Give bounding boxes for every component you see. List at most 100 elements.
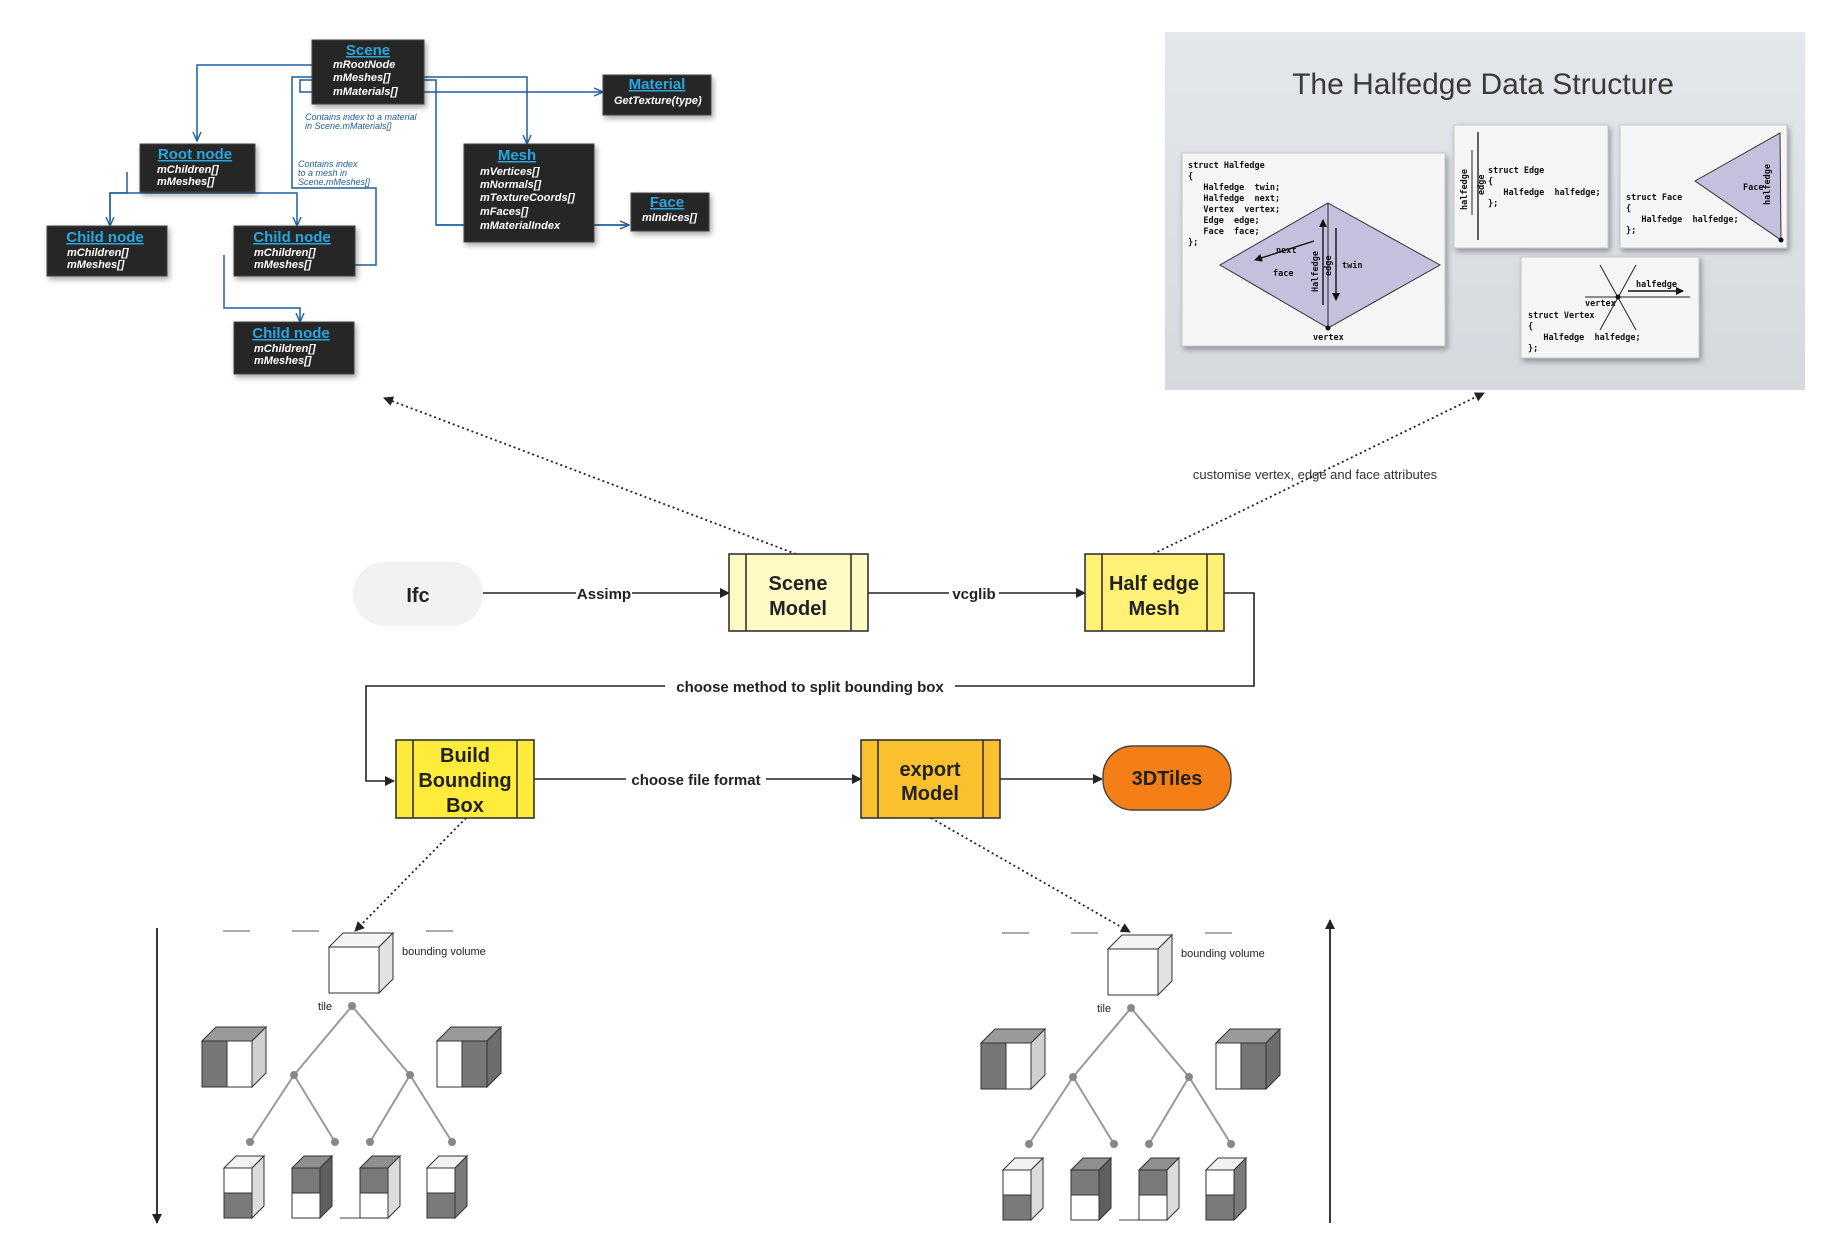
- tree-edge: [369, 1074, 411, 1143]
- uml-title-face: Face: [650, 194, 684, 211]
- tree-node-dot: [448, 1138, 456, 1146]
- face-triangle: [1694, 132, 1782, 241]
- cube-icon: [425, 1154, 469, 1220]
- dotted-arrow-halfedge: [1152, 392, 1485, 555]
- cube-icon: [222, 1154, 266, 1220]
- code-line: Edge edge;: [1188, 216, 1260, 226]
- node-ifc-label: Ifc: [406, 585, 429, 607]
- uml-title-material: Material: [629, 76, 686, 93]
- code-line: {: [1626, 204, 1631, 214]
- tree-node-dot: [1025, 1140, 1033, 1148]
- label-file-format: choose file format: [631, 772, 760, 789]
- code-line: Vertex vertex;: [1188, 205, 1280, 215]
- cube-icon: [1137, 1156, 1181, 1222]
- uml-title-child-node: Child node: [253, 229, 331, 246]
- code-line: Halfedge halfedge;: [1488, 188, 1601, 198]
- uml-title-root-node: Root node: [158, 146, 232, 163]
- note-mesh: Contains index to a mesh in Scene.mMeshe…: [298, 159, 371, 187]
- node-bbox-label-3: Box: [446, 795, 484, 817]
- label-tile: tile: [318, 1001, 332, 1013]
- label-vertex: vertex: [1313, 333, 1344, 343]
- uml-box-material: Material GetTexture(type): [602, 74, 712, 116]
- label-vcglib: vcglib: [952, 586, 995, 603]
- label-face-face: Face: [1743, 183, 1763, 193]
- dotted-connectors: [354, 392, 1485, 933]
- code-line: };: [1528, 344, 1538, 354]
- note-material-line-1: Contains index to a material: [305, 112, 418, 122]
- code-line: };: [1188, 238, 1198, 248]
- cube-icon: [1001, 1156, 1045, 1222]
- tree-node-dot: [1110, 1140, 1118, 1148]
- label-vertex-small: vertex: [1585, 299, 1616, 309]
- cube-icon: [358, 1154, 402, 1220]
- uml-box-mesh: Mesh mVertices[] mNormals[] mTextureCoor…: [463, 143, 595, 243]
- halfedge-slide: The Halfedge Data Structure struct Halfe…: [1165, 32, 1805, 390]
- vertex-dot: [1325, 325, 1331, 331]
- uml-title-mesh: Mesh: [498, 147, 536, 164]
- tree-edge: [1072, 1076, 1115, 1145]
- node-half-edge-mesh[interactable]: Half edge Mesh: [1084, 553, 1225, 632]
- node-ifc[interactable]: Ifc: [353, 562, 483, 626]
- code-line: Halfedge twin;: [1188, 182, 1280, 193]
- label-bounding-volume: bounding volume: [1181, 948, 1265, 960]
- uml-title-child-node: Child node: [66, 229, 144, 246]
- code-line: Face face;: [1188, 227, 1260, 237]
- node-bbox-label-2: Bounding: [418, 770, 511, 792]
- label-edge: edge: [1324, 256, 1334, 276]
- tree-node-dot: [331, 1138, 339, 1146]
- uml-field: mMaterialIndex: [480, 220, 561, 232]
- uml-field: mTextureCoords[]: [480, 192, 575, 204]
- uml-box-child-node-2: Child node mChildren[] mMeshes[]: [233, 225, 356, 277]
- uml-field: mMeshes[]: [67, 259, 125, 271]
- node-3dtiles[interactable]: 3DTiles: [1102, 745, 1232, 811]
- label-twin: twin: [1342, 260, 1362, 271]
- node-export-label-1: export: [899, 759, 960, 781]
- uml-field: mChildren[]: [67, 247, 129, 259]
- uml-field: mChildren[]: [157, 164, 219, 176]
- code-line: Halfedge halfedge;: [1626, 215, 1739, 225]
- tree-edge: [293, 1074, 336, 1143]
- uml-box-face: Face mIndices[]: [630, 192, 710, 232]
- tree-edge: [249, 1074, 295, 1143]
- node-build-bounding-box[interactable]: Build Bounding Box: [395, 739, 535, 819]
- dotted-arrow-export-tree: [930, 817, 1131, 933]
- label-face: face: [1273, 269, 1293, 279]
- panel-vertex: halfedge vertex struct Vertex { Halfedge…: [1520, 256, 1700, 359]
- note-material-line-2: in Scene.mMaterials[]: [305, 121, 392, 131]
- cube-icon: [290, 1154, 334, 1220]
- vertex-center-dot: [1615, 294, 1621, 300]
- node-export-model[interactable]: export Model: [860, 739, 1001, 819]
- label-next: next: [1276, 246, 1296, 256]
- tree-edge: [1130, 1007, 1190, 1078]
- node-export-label-2: Model: [901, 783, 959, 805]
- uml-field: mVertices[]: [480, 166, 540, 178]
- label-edge-halfedge: halfedge: [1460, 169, 1470, 210]
- tree-edge: [1188, 1076, 1232, 1145]
- uml-field: GetTexture(type): [614, 95, 702, 107]
- tree-node-dot: [290, 1071, 298, 1079]
- uml-field: mMaterials[]: [333, 86, 398, 98]
- label-halfedge: Halfedge: [1311, 251, 1321, 292]
- cube-icon: [979, 1027, 1047, 1091]
- uml-field: mRootNode: [333, 59, 395, 71]
- tree-node-dot: [1185, 1073, 1193, 1081]
- node-scene-model-label-1: Scene: [769, 573, 828, 595]
- label-vertex-halfedge: halfedge: [1636, 280, 1677, 290]
- code-line: };: [1488, 199, 1498, 209]
- cube-icon: [1214, 1027, 1282, 1091]
- note-mesh-line-1: Contains index: [298, 159, 358, 169]
- tree-edge: [1072, 1007, 1132, 1078]
- uml-field: mChildren[]: [254, 343, 316, 355]
- uml-box-scene: Scene mRootNode mMeshes[] mMaterials[]: [311, 39, 425, 105]
- tree-node-dot: [246, 1138, 254, 1146]
- node-scene-model[interactable]: Scene Model: [728, 553, 869, 632]
- scene-graph: Contains index to a material in Scene.mM…: [46, 39, 712, 375]
- tree-edge: [409, 1074, 453, 1143]
- uml-title-child-node: Child node: [252, 325, 330, 342]
- code-line: struct Face: [1626, 193, 1682, 203]
- slide-title: The Halfedge Data Structure: [1292, 68, 1674, 101]
- code-line: };: [1626, 226, 1636, 236]
- next-arrow: [1254, 240, 1315, 262]
- uml-field: mFaces[]: [480, 206, 529, 218]
